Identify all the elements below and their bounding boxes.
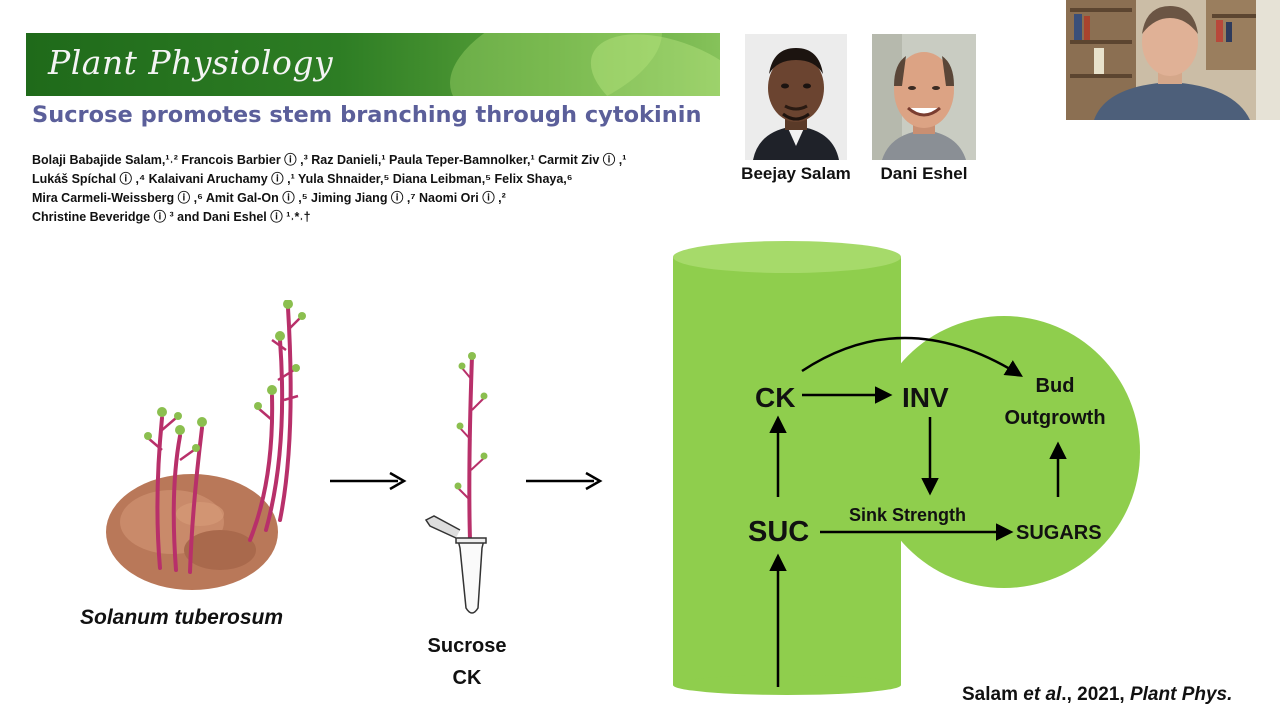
arrow-right-icon <box>526 471 603 491</box>
arrow-ck-to-bud <box>801 336 1023 377</box>
paper-title: Sucrose promotes stem branching through … <box>32 102 702 128</box>
bud-shape <box>868 316 1140 588</box>
author-line: Mira Carmeli-Weissberg ⓘ ,⁶ Amit Gal-On … <box>32 191 506 205</box>
arrow-right-icon <box>330 471 407 491</box>
author-photo-salam <box>745 34 847 160</box>
potato-illustration <box>106 300 306 590</box>
citation-journal: Plant Phys. <box>1129 684 1233 705</box>
node-sugars: SUGARS <box>1016 522 1102 544</box>
node-bud-line1: Bud <box>1036 375 1075 397</box>
citation: Salam et al., 2021, Plant Phys. <box>962 684 1232 706</box>
tube-label: Sucrose CK <box>412 630 522 694</box>
author-line: Christine Beveridge ⓘ ³ and Dani Eshel ⓘ… <box>32 210 311 224</box>
node-inv: INV <box>902 382 949 413</box>
journal-name: Plant Physiology <box>48 43 334 82</box>
node-bud-line2: Outgrowth <box>1004 407 1105 429</box>
author-photo-eshel <box>872 34 976 160</box>
node-suc: SUC <box>748 516 809 548</box>
species-label: Solanum tuberosum <box>80 606 284 629</box>
citation-etal: et al <box>1023 684 1062 705</box>
person-name-eshel: Dani Eshel <box>880 164 968 183</box>
stem-top <box>673 241 901 273</box>
diagram-arrows <box>769 336 1067 687</box>
author-line: Lukáš Spíchal ⓘ ,⁴ Kalaivani Aruchamy ⓘ … <box>32 172 573 186</box>
node-ck: CK <box>755 382 795 413</box>
citation-year: ., 2021, <box>1061 684 1130 705</box>
author-line: Bolaji Babajide Salam,¹˒² Francois Barbi… <box>32 153 627 167</box>
person-name-salam: Beejay Salam <box>741 164 851 183</box>
citation-author: Salam <box>962 684 1018 705</box>
journal-banner: Plant Physiology <box>26 33 720 96</box>
stem-shape <box>673 257 901 685</box>
author-list: Bolaji Babajide Salam,¹˒² Francois Barbi… <box>32 151 722 227</box>
presenter-webcam <box>1066 0 1280 120</box>
tube-label-line: CK <box>452 667 482 689</box>
model-diagram: CK INV SUC SUGARS Bud Outgrowth Sink Str… <box>673 241 1140 695</box>
tube-label-line: Sucrose <box>427 635 507 657</box>
label-sink-strength: Sink Strength <box>849 505 966 525</box>
tube-with-stem-illustration <box>424 352 488 614</box>
